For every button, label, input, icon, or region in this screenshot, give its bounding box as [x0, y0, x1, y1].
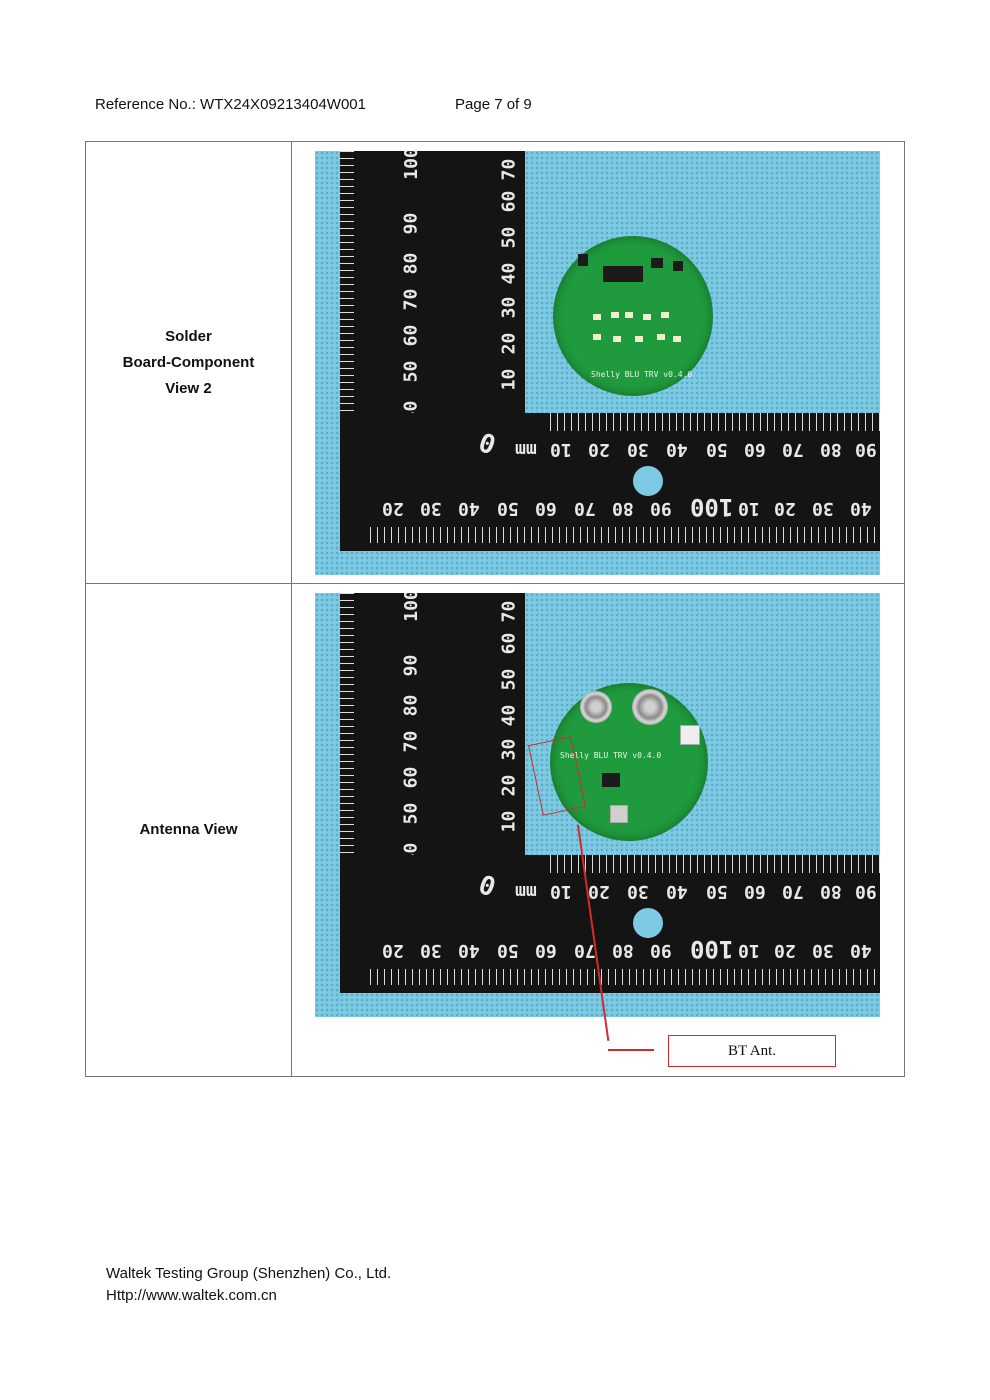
label-line: Board-Component: [122, 353, 255, 371]
callout-leader-line: [608, 1049, 654, 1051]
page-number: Page 7 of 9: [455, 96, 532, 113]
ruler-horizontal: 0 mm 10 20 30 40 50 60 70 80 90 20 30 40…: [340, 855, 880, 993]
label-line: Antenna View: [139, 821, 238, 838]
ic-chip: [603, 266, 643, 282]
label-line: Solder: [165, 327, 212, 345]
table-row-solder-view-2: Solder Board-Component View 2 100 90 80 …: [86, 142, 904, 584]
pcb-silkscreen: Shelly BLU TRV v0.4.0: [560, 751, 662, 760]
pcb-photo-solder-side: 100 90 80 70 60 50 40 30 20 70 60 50 40 …: [315, 151, 880, 575]
pcb-board: Shelly BLU TRV v0.4.0: [553, 236, 713, 396]
pcb-board: Shelly BLU TRV v0.4.0: [550, 683, 708, 841]
bt-antenna-callout: BT Ant.: [668, 1035, 836, 1067]
connector: [680, 725, 700, 745]
battery-contact: [632, 689, 668, 725]
reference-number: Reference No.: WTX24X09213404W001: [95, 96, 366, 113]
bt-chip: [602, 773, 620, 787]
company-name: Waltek Testing Group (Shenzhen) Co., Ltd…: [106, 1265, 392, 1282]
photo-table: Solder Board-Component View 2 100 90 80 …: [85, 141, 905, 1077]
pcb-photo-antenna-side: 100 90 80 70 60 50 40 30 20 70 60 50 40 …: [315, 593, 880, 1017]
company-url: Http://www.waltek.com.cn: [106, 1287, 277, 1304]
row-label: Antenna View: [86, 584, 292, 1076]
page-footer: Waltek Testing Group (Shenzhen) Co., Ltd…: [106, 1263, 391, 1307]
battery-contact: [580, 691, 612, 723]
ruler-horizontal: 0 mm 10 20 30 40 50 60 70 80 90 20 30 40…: [340, 413, 880, 551]
row-label: Solder Board-Component View 2: [86, 142, 292, 583]
pcb-silkscreen: Shelly BLU TRV v0.4.0: [591, 370, 693, 379]
tactile-switch: [610, 805, 628, 823]
table-row-antenna-view: Antenna View 100 90 80 70 60 50 40 30 20…: [86, 584, 904, 1076]
page-header: Reference No.: WTX24X09213404W001 Page 7…: [95, 96, 532, 113]
ruler-hole: [633, 908, 663, 938]
label-line: View 2: [165, 379, 212, 397]
ruler-hole: [633, 466, 663, 496]
